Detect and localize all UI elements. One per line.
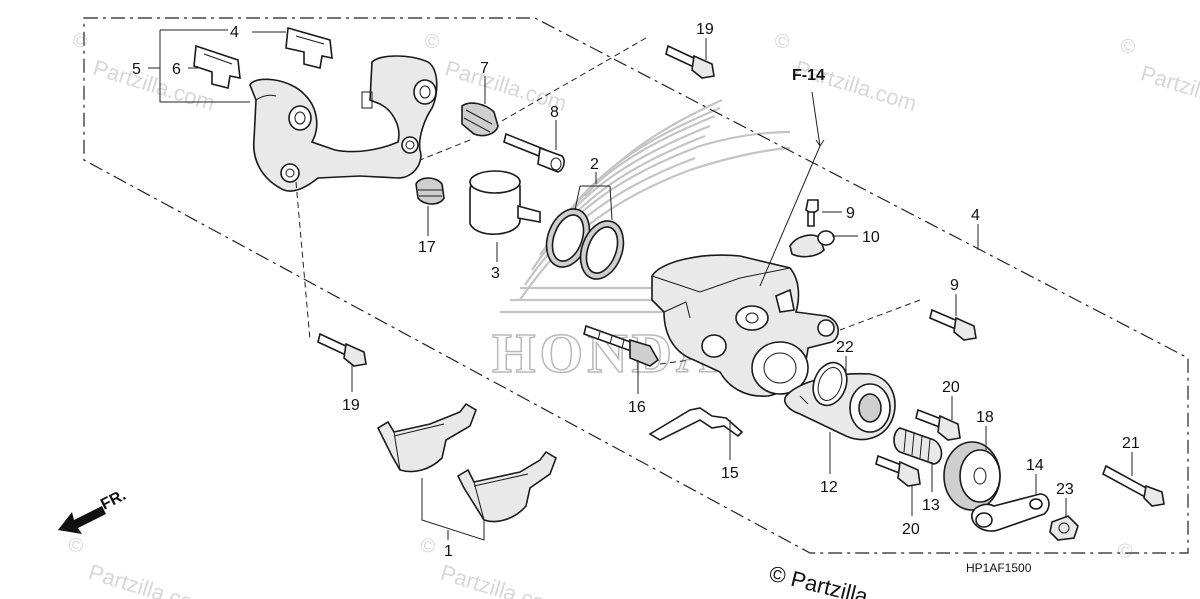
watermark-text: Partzilla.com: [86, 559, 214, 599]
callout-18: 18: [976, 409, 994, 426]
front-direction-indicator: FR.: [58, 487, 129, 534]
watermark-text: Partzilla.com: [1138, 61, 1200, 122]
callout-20-upper: 20: [942, 379, 960, 396]
bolt-20-lower-part: [875, 454, 921, 487]
watermark-copyright-symbol: ©: [422, 29, 443, 54]
callout-17: 17: [418, 239, 436, 256]
callout-16: 16: [628, 399, 646, 416]
leader-lines: [148, 29, 1133, 541]
bolt-21-part: [1102, 464, 1165, 507]
callout-4: 4: [971, 207, 980, 224]
watermark-text: Partzilla.com: [438, 560, 566, 599]
callout-11: 10: [862, 229, 880, 246]
callout-5: 5: [132, 61, 141, 78]
caliper-body-part: [651, 254, 839, 397]
o-ring-part: [812, 361, 848, 407]
callout-2: 2: [590, 156, 599, 173]
callout-8: 8: [550, 104, 559, 121]
callout-15: 15: [721, 465, 739, 482]
watermark-copyright-symbol: ©: [417, 533, 438, 558]
sleeve-part: [469, 170, 541, 235]
callout-9: 9: [950, 277, 959, 294]
watermark-copyright-symbol: ©: [772, 29, 793, 54]
diagram-reference-code: HP1AF1500: [966, 561, 1032, 575]
callout-23: 23: [1056, 481, 1074, 498]
callout-10: 9: [846, 205, 855, 222]
spring-part: [893, 427, 943, 465]
callout-3: 3: [491, 265, 500, 282]
front-label: FR.: [98, 487, 129, 514]
pin-bolt-part: [503, 132, 565, 173]
caliper-bracket-part: [249, 55, 438, 192]
flange-bolt-9-part: [929, 308, 977, 341]
callout-1: 1: [444, 543, 453, 560]
copyright-notice: © Partzilla: [767, 561, 871, 599]
brake-pad-lower-part: [456, 450, 557, 523]
callout-19-upper: 19: [696, 21, 714, 38]
retainer-clip-part: [648, 407, 744, 441]
assembly-frame: [83, 17, 1189, 554]
brake-pad-upper-part: [376, 402, 477, 473]
watermark-copyright-symbol: ©: [1115, 539, 1136, 564]
callout-21: 21: [1122, 435, 1140, 452]
callout-6-lower: 6: [172, 61, 181, 78]
boot-small-part: [415, 177, 445, 205]
watermark-copyright-symbol: ©: [1117, 34, 1138, 59]
boot-part: [461, 102, 499, 137]
bolt-20-upper-part: [915, 408, 961, 441]
figure-reference-f14: F-14: [792, 67, 825, 84]
callout-12: 12: [820, 479, 838, 496]
callout-7: 7: [480, 60, 489, 77]
watermark-copyright-symbol: ©: [70, 29, 91, 54]
callout-19-lower: 19: [342, 397, 360, 414]
callout-22: 22: [836, 339, 854, 356]
pad-spring-lower-part: [193, 44, 241, 89]
watermark-text: Partzilla.com: [792, 55, 920, 116]
nut-part: [1049, 515, 1079, 541]
callout-13: 13: [922, 497, 940, 514]
cap-part: [943, 441, 1001, 511]
watermark-copyright-symbol: ©: [65, 533, 86, 558]
plate-part: [971, 493, 1050, 532]
piston-seal-part: [545, 208, 625, 280]
bleeder-screw-part: [805, 199, 819, 227]
callout-labels: 4 5 6 7 8 2 3 17 19 19 F-14 9 10 4 9 22 …: [132, 21, 1140, 560]
bleeder-cap-part: [789, 230, 835, 258]
callout-14: 14: [1026, 457, 1044, 474]
piston-holder-part: [784, 372, 896, 441]
callout-6-upper: 4: [230, 24, 239, 41]
flange-bolt-19-upper-part: [665, 44, 715, 79]
flange-bolt-19-lower-part: [317, 332, 367, 367]
pad-spring-upper-part: [285, 26, 333, 69]
pin-bolt-16-part: [583, 324, 660, 367]
callout-20-lower: 20: [902, 521, 920, 538]
